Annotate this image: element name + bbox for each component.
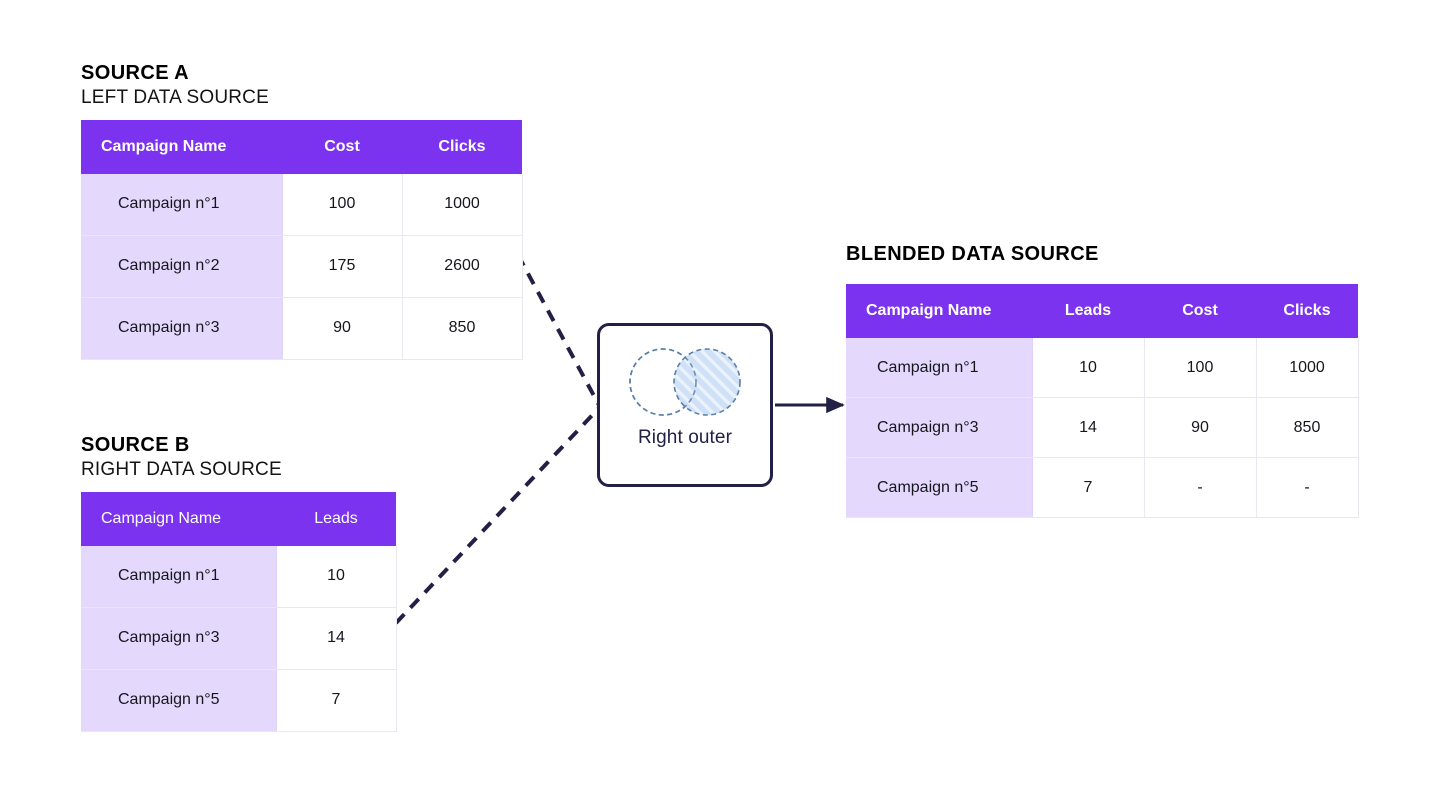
column-header-clicks[interactable]: Clicks: [1256, 284, 1358, 339]
blended-table: Campaign Name Leads Cost Clicks Campaign…: [846, 284, 1359, 519]
cell-cost: 90: [282, 297, 403, 360]
cell-campaign-name: Campaign n°2: [81, 235, 283, 298]
column-header-cost[interactable]: Cost: [1144, 284, 1256, 339]
source-a-subheading: LEFT DATA SOURCE: [81, 87, 269, 109]
venn-right-circle: [673, 348, 741, 416]
cell-clicks: 850: [1256, 397, 1359, 459]
cell-cost: -: [1144, 457, 1257, 519]
blended-heading-block: BLENDED DATA SOURCE: [846, 243, 1359, 266]
connector-source-b-to-join: [394, 405, 602, 625]
blended-panel: BLENDED DATA SOURCE Campaign Name Leads …: [846, 243, 1359, 519]
cell-cost: 175: [282, 235, 403, 298]
cell-leads: 10: [1032, 338, 1145, 399]
cell-leads: 14: [1032, 397, 1145, 459]
cell-clicks: 850: [402, 297, 523, 360]
table-row: Campaign n°3 90 850: [81, 297, 523, 360]
cell-clicks: -: [1256, 457, 1359, 519]
cell-campaign-name: Campaign n°5: [81, 669, 277, 732]
table-row: Campaign n°5 7: [81, 669, 397, 732]
column-header-campaign-name[interactable]: Campaign Name: [846, 284, 1032, 339]
right-outer-join-venn-icon: [629, 348, 741, 416]
column-header-campaign-name[interactable]: Campaign Name: [81, 491, 276, 546]
cell-cost: 100: [1144, 338, 1257, 399]
blended-heading: BLENDED DATA SOURCE: [846, 243, 1099, 265]
column-header-leads[interactable]: Leads: [1032, 284, 1144, 339]
column-header-leads[interactable]: Leads: [276, 491, 396, 546]
cell-cost: 90: [1144, 397, 1257, 459]
cell-cost: 100: [282, 173, 403, 236]
column-header-cost[interactable]: Cost: [282, 119, 402, 174]
source-a-heading-block: SOURCE A LEFT DATA SOURCE: [81, 62, 523, 110]
cell-campaign-name: Campaign n°3: [81, 607, 277, 670]
source-a-table: Campaign Name Cost Clicks Campaign n°1 1…: [81, 119, 523, 360]
connector-source-a-to-join: [516, 254, 602, 408]
table-header-row: Campaign Name Cost Clicks: [81, 119, 522, 174]
cell-campaign-name: Campaign n°3: [846, 397, 1033, 459]
table-row: Campaign n°1 10: [81, 545, 397, 608]
table-row: Campaign n°2 175 2600: [81, 235, 523, 298]
cell-leads: 7: [1032, 457, 1145, 519]
cell-leads: 7: [276, 669, 397, 732]
cell-clicks: 1000: [1256, 338, 1359, 399]
cell-campaign-name: Campaign n°3: [81, 297, 283, 360]
join-type-label: Right outer: [637, 427, 733, 448]
source-b-subheading: RIGHT DATA SOURCE: [81, 459, 282, 481]
cell-campaign-name: Campaign n°1: [846, 338, 1033, 399]
table-row: Campaign n°1 10 100 1000: [846, 338, 1359, 399]
cell-campaign-name: Campaign n°1: [81, 545, 277, 608]
source-b-heading-block: SOURCE B RIGHT DATA SOURCE: [81, 434, 397, 482]
cell-clicks: 1000: [402, 173, 523, 236]
table-header-row: Campaign Name Leads Cost Clicks: [846, 284, 1358, 339]
table-row: Campaign n°3 14 90 850: [846, 397, 1359, 459]
table-row: Campaign n°1 100 1000: [81, 173, 523, 236]
column-header-campaign-name[interactable]: Campaign Name: [81, 119, 282, 174]
cell-leads: 14: [276, 607, 397, 670]
table-row: Campaign n°5 7 - -: [846, 457, 1359, 519]
source-a-panel: SOURCE A LEFT DATA SOURCE Campaign Name …: [81, 62, 523, 360]
cell-campaign-name: Campaign n°1: [81, 173, 283, 236]
source-b-heading: SOURCE B: [81, 434, 190, 456]
join-type-card[interactable]: Right outer: [597, 323, 773, 487]
column-header-clicks[interactable]: Clicks: [402, 119, 522, 174]
source-b-table: Campaign Name Leads Campaign n°1 10 Camp…: [81, 491, 397, 732]
venn-left-circle-outline-top: [629, 348, 697, 416]
source-a-heading: SOURCE A: [81, 62, 190, 84]
source-b-panel: SOURCE B RIGHT DATA SOURCE Campaign Name…: [81, 434, 397, 732]
cell-leads: 10: [276, 545, 397, 608]
cell-campaign-name: Campaign n°5: [846, 457, 1033, 519]
table-row: Campaign n°3 14: [81, 607, 397, 670]
table-header-row: Campaign Name Leads: [81, 491, 396, 546]
cell-clicks: 2600: [402, 235, 523, 298]
